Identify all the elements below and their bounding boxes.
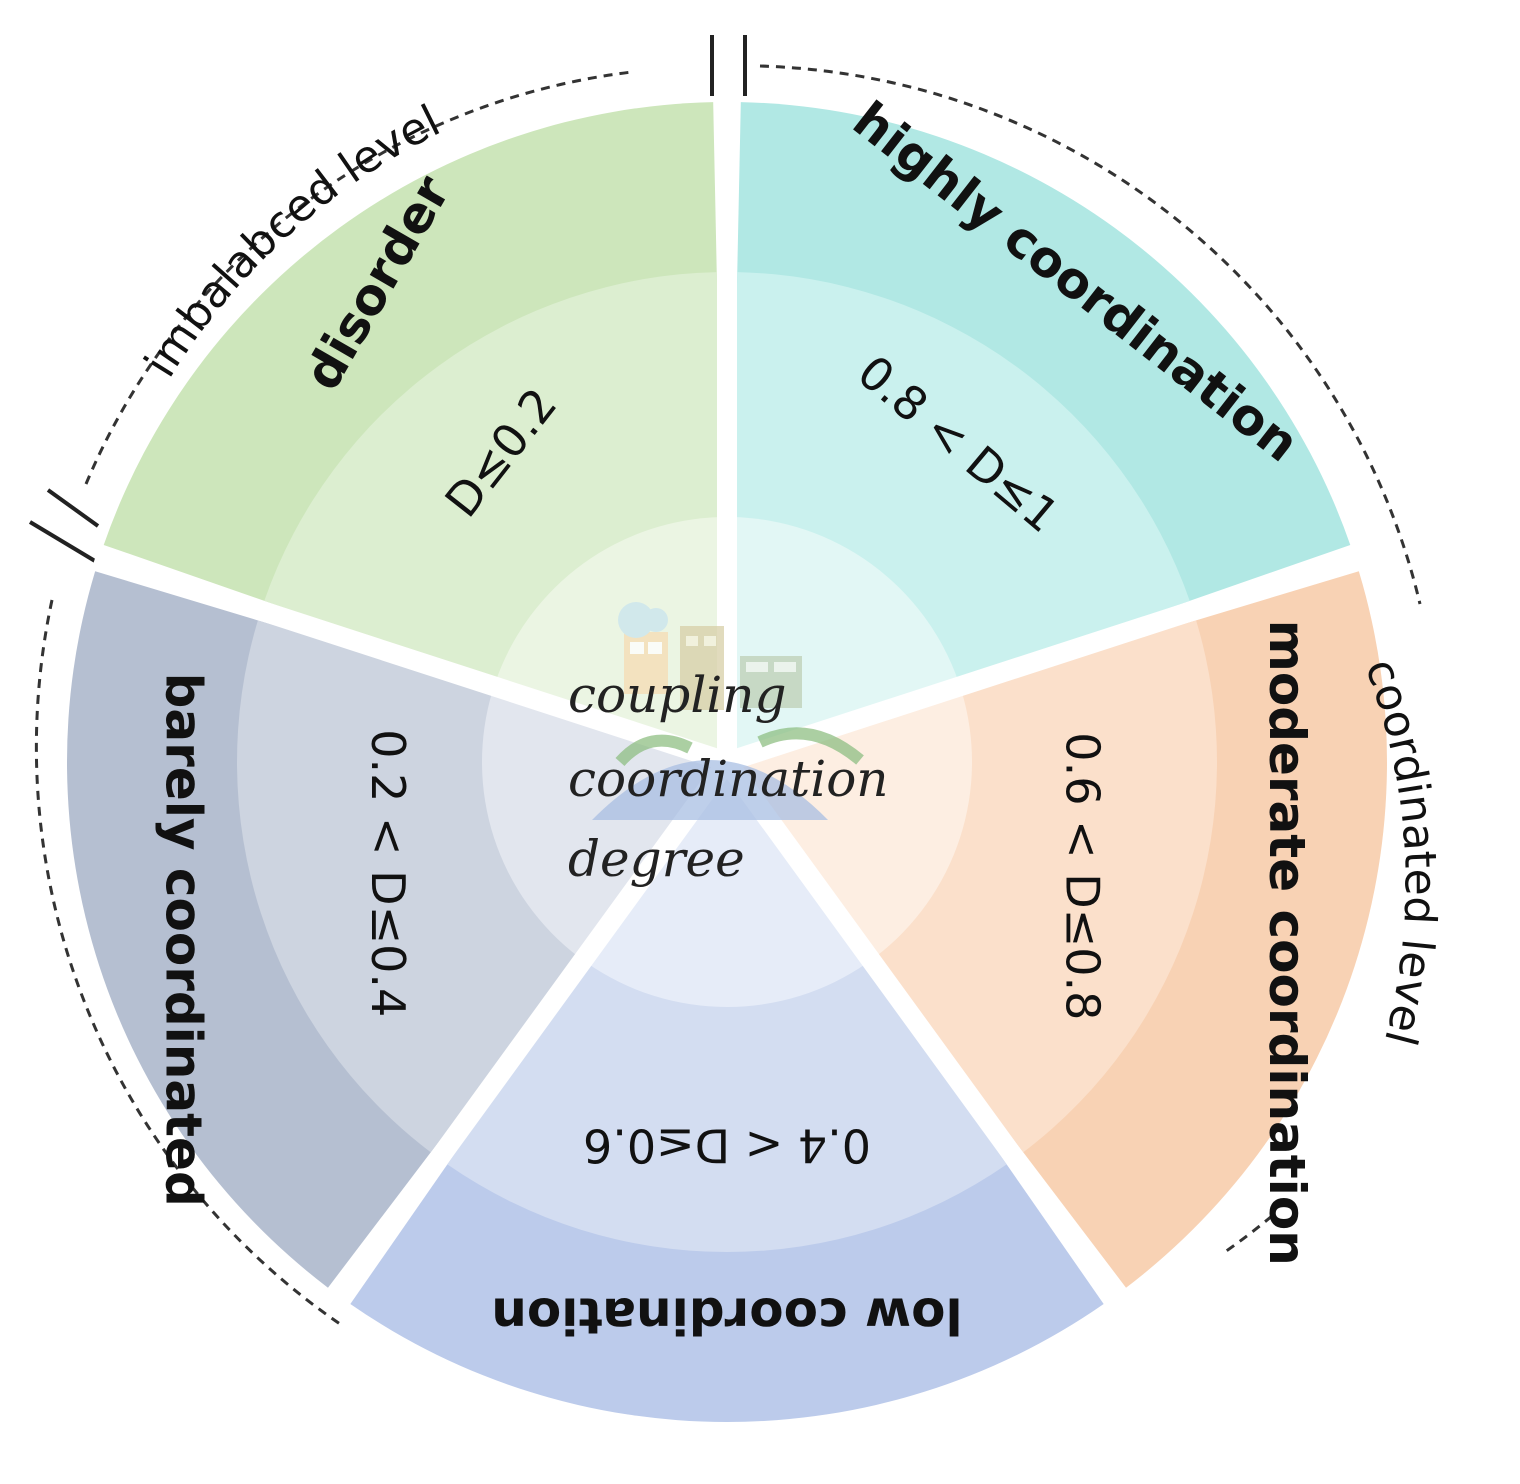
segment-divider (718, 756, 1126, 1306)
segment-barely (66, 571, 727, 1288)
center-line-3: degree (568, 830, 745, 888)
segment-divider (92, 547, 731, 772)
separator-mark (28, 520, 102, 566)
segment-low-mid-ring (447, 762, 1007, 1253)
segment-barely-name: barely coordinated (155, 673, 213, 1207)
center-line-2: coordination (568, 750, 889, 808)
segment-moderate-inner-ring (727, 691, 972, 958)
imbalanced-level-arc (84, 70, 633, 485)
segment-low-range: 0.4 < D≤0.6 (583, 1119, 871, 1173)
segment-divider (328, 756, 736, 1306)
segment-divider (723, 547, 1362, 772)
segment-moderate-name: moderate coordination (1258, 620, 1316, 1266)
segment-low-name: low coordination (491, 1287, 962, 1345)
segment-barely-inner-ring (481, 691, 727, 958)
segment-low (350, 762, 1104, 1423)
segment-barely-range: 0.2 < D≤0.4 (361, 729, 415, 1017)
segment-moderate-range: 0.6 < D≤0.8 (1055, 732, 1109, 1020)
coordinated-level-arc-lower (1221, 1214, 1273, 1256)
center-line-1: coupling (568, 666, 787, 724)
segment-low-inner-ring (587, 762, 867, 1008)
city-illustration (592, 602, 864, 820)
separator-mark (46, 488, 100, 528)
